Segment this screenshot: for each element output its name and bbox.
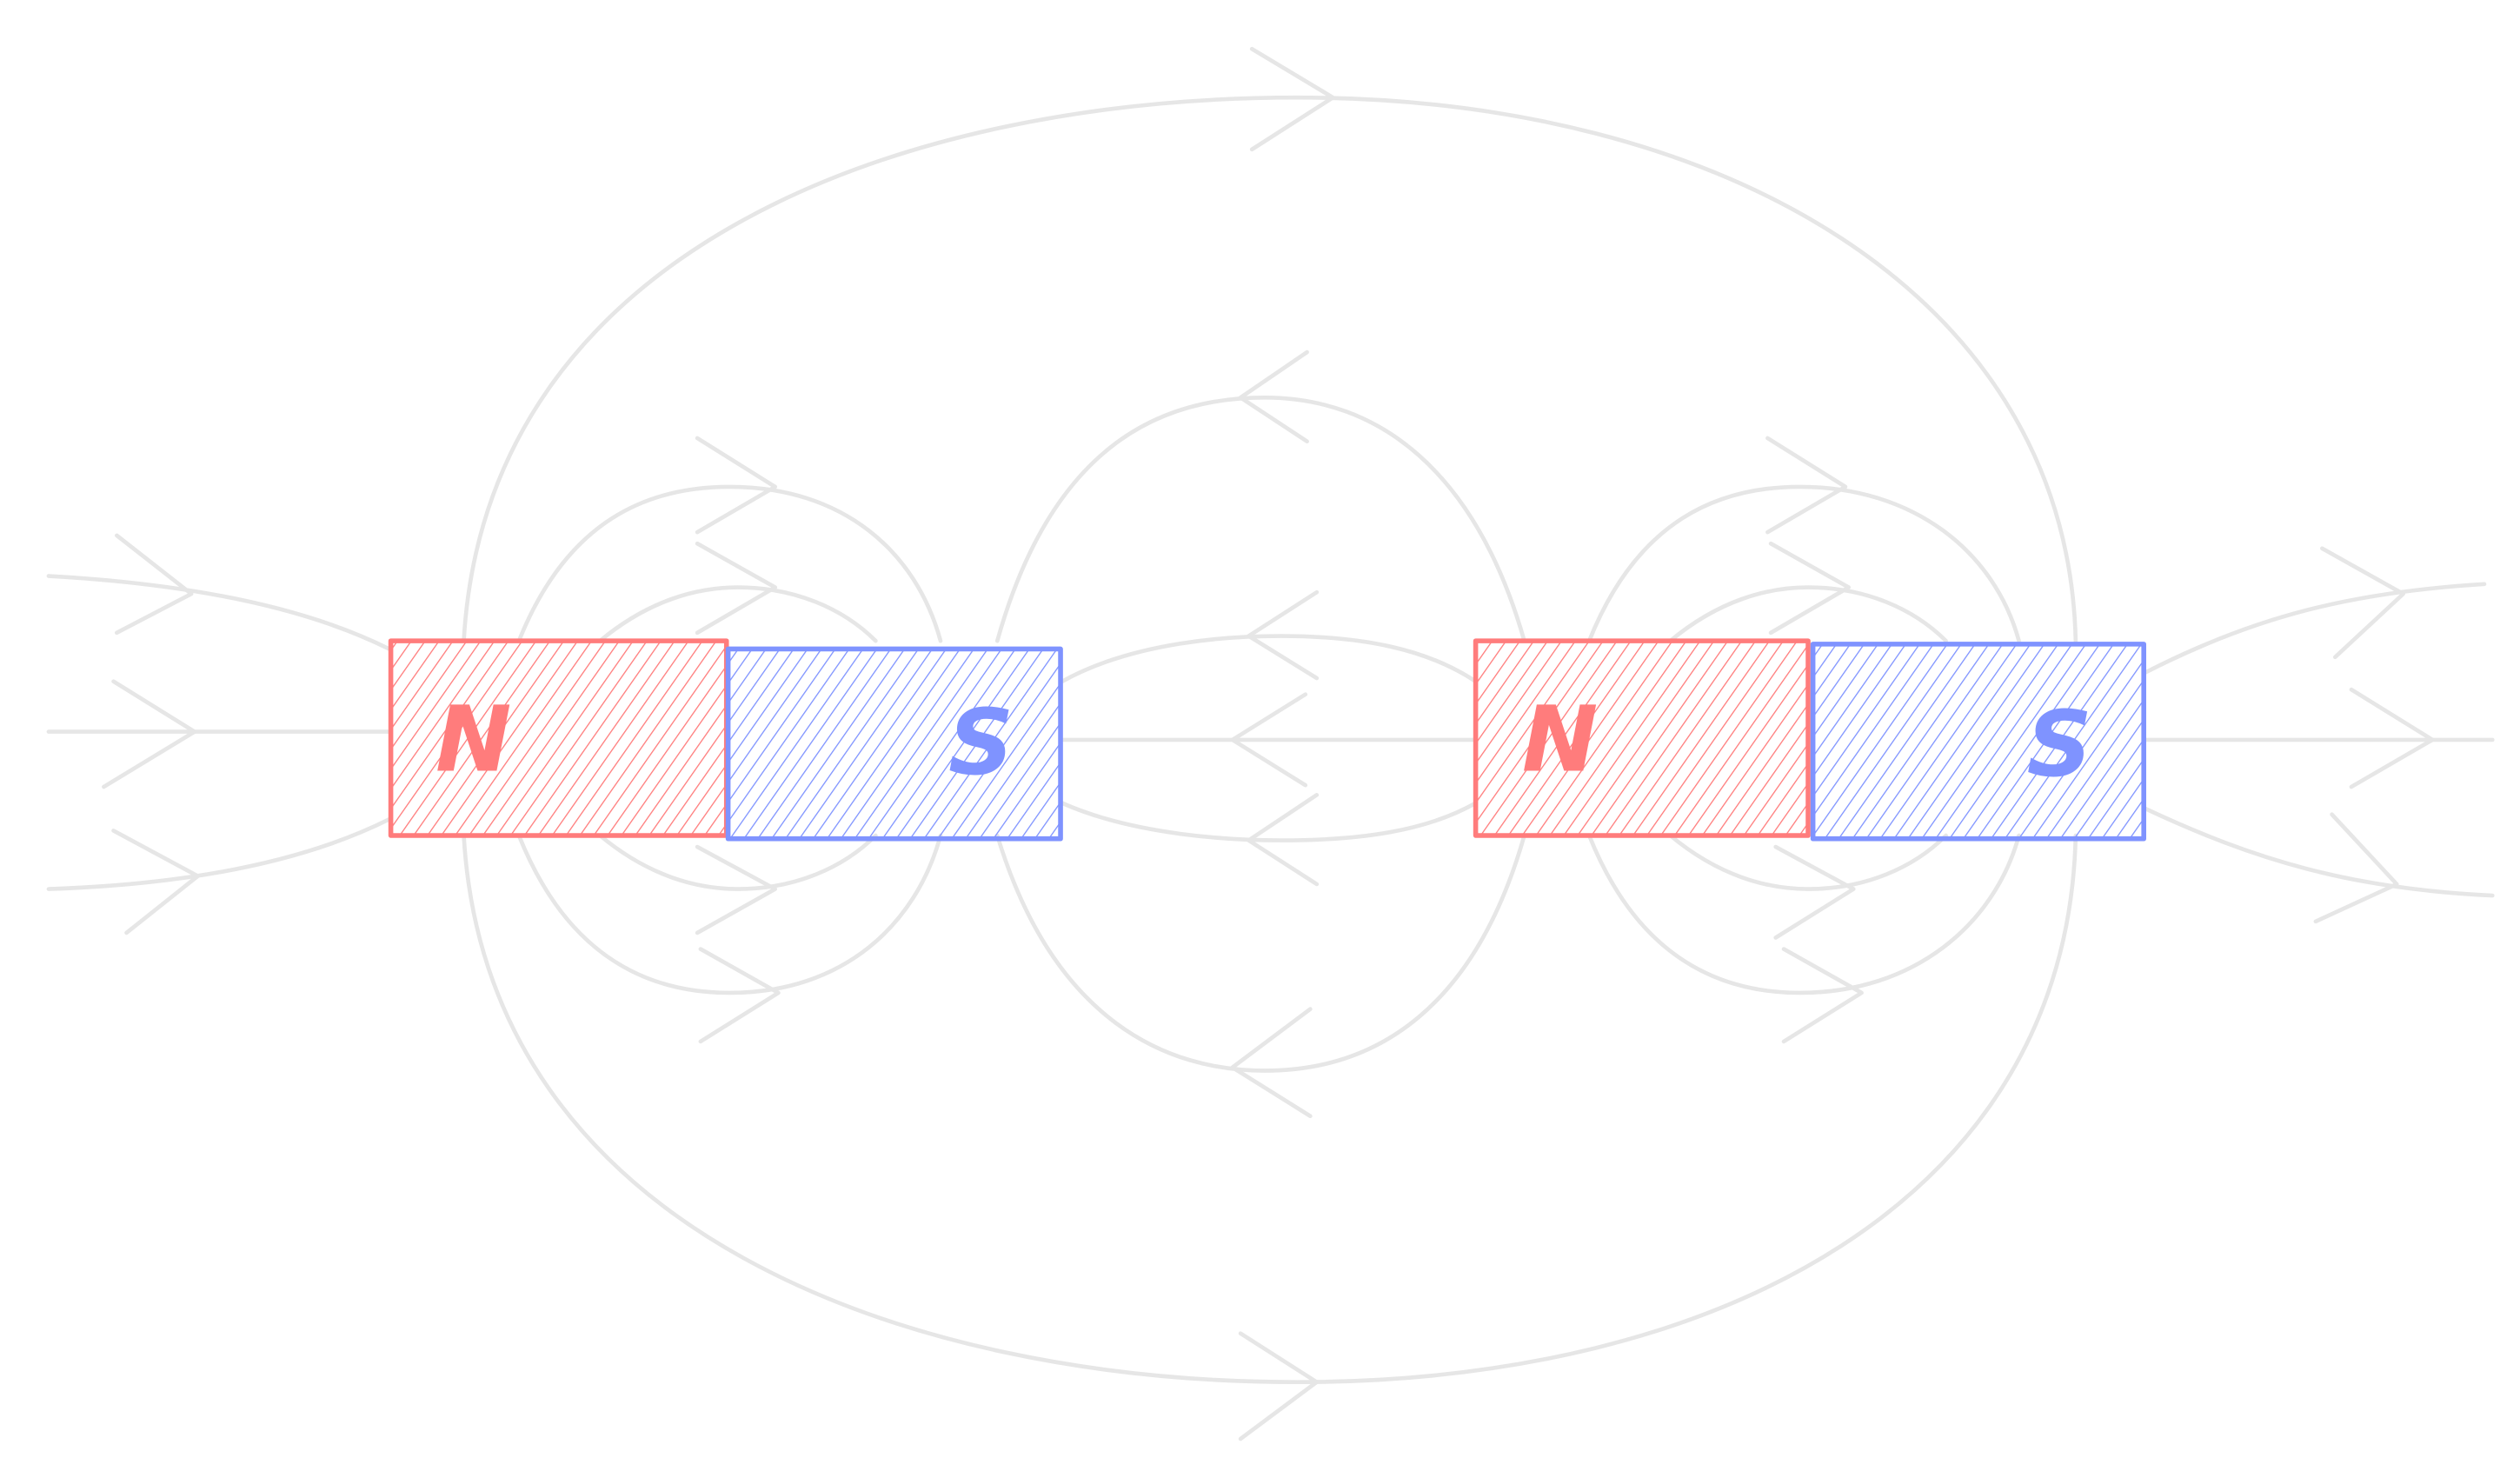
external-field-line — [2141, 805, 2495, 898]
south-pole: S — [1810, 642, 2147, 842]
arrowhead — [695, 844, 778, 935]
arrowhead — [695, 541, 778, 636]
central-field-line — [994, 833, 1526, 1073]
north-pole: N — [388, 638, 729, 838]
arrowhead — [1230, 1007, 1313, 1119]
local-field-line — [1586, 484, 2021, 643]
central-field-line — [1060, 801, 1478, 842]
external-field-line — [2141, 582, 2487, 676]
arrowhead — [1773, 844, 1856, 940]
arrowhead — [1238, 350, 1309, 444]
local-field-line — [597, 833, 878, 891]
arrowhead — [695, 436, 778, 535]
field-arrowheads — [102, 46, 2435, 1441]
local-field-line — [516, 833, 943, 995]
south-pole-label: S — [948, 689, 1014, 796]
local-field-line — [597, 585, 878, 643]
arrowhead — [1230, 692, 1308, 788]
arrowhead — [1247, 589, 1320, 681]
external-field-line — [46, 574, 392, 651]
arrowhead — [111, 829, 200, 935]
arrowhead — [2320, 546, 2406, 660]
magnet-left: N S — [388, 638, 1063, 842]
arrowhead — [1247, 793, 1320, 887]
local-field-line — [516, 484, 943, 643]
arrowhead — [698, 947, 781, 1044]
central-field-line — [994, 395, 1526, 643]
arrowhead — [1781, 947, 1864, 1044]
arrowhead — [114, 533, 194, 636]
arrowhead — [1768, 541, 1852, 636]
local-field-line — [1586, 833, 2021, 995]
north-pole-label: N — [1522, 686, 1598, 792]
arrowhead — [2313, 812, 2399, 924]
arrowhead — [102, 679, 197, 789]
south-pole-label: S — [2027, 691, 2092, 797]
north-pole: N — [1473, 638, 1811, 838]
central-field-line — [1060, 634, 1478, 684]
outer-field-line — [462, 95, 2078, 643]
external-field-line — [46, 817, 392, 891]
local-field-line — [1668, 585, 1948, 643]
arrowhead — [1249, 46, 1335, 152]
local-field-line — [1668, 833, 1948, 891]
arrowhead — [2349, 687, 2435, 789]
arrowhead — [1238, 1331, 1320, 1441]
south-pole: S — [725, 646, 1063, 842]
north-pole-label: N — [436, 686, 511, 792]
outer-field-line — [462, 833, 2078, 1385]
field-lines — [46, 46, 2495, 1441]
arrowhead — [1765, 436, 1848, 535]
magnet-right: N S — [1473, 638, 2147, 842]
